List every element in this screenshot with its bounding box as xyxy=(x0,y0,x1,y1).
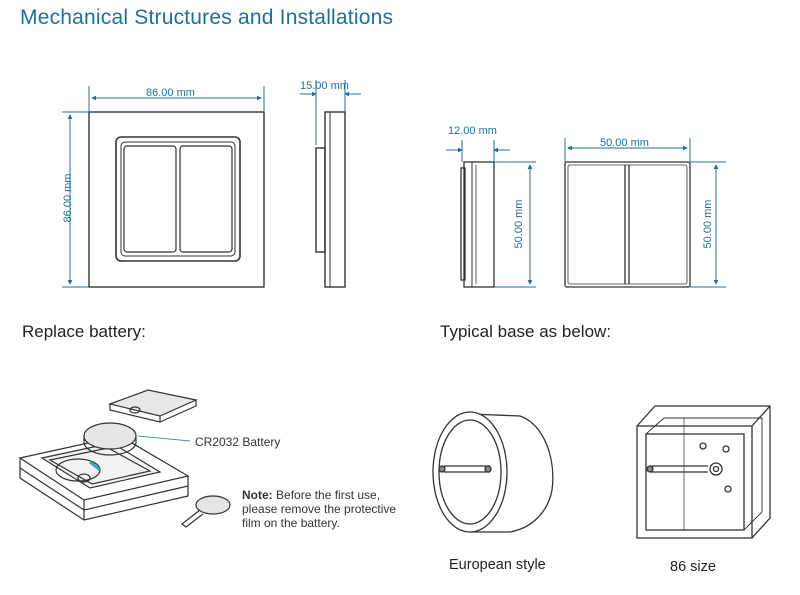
small-side-height-label: 50.00 mm xyxy=(513,199,525,249)
small-front-view xyxy=(564,161,691,288)
side-depth-label: 15.00 mm xyxy=(300,80,349,92)
battery-label: CR2032 Battery xyxy=(195,435,281,449)
note-prefix: Note: xyxy=(242,488,273,502)
battery-note: Note: Before the first use, please remov… xyxy=(242,488,402,530)
small-side-view xyxy=(460,161,495,288)
note-text: Before the first use, please remove the … xyxy=(242,488,397,530)
small-side-depth-label: 12.00 mm xyxy=(448,125,497,137)
side-depth-dimension xyxy=(300,80,361,145)
small-front-dimensions xyxy=(564,138,726,288)
small-side-dimensions xyxy=(446,140,536,288)
small-front-width-label: 50.00 mm xyxy=(600,137,649,149)
typical-base-heading: Typical base as below: xyxy=(440,322,612,341)
front-height-label: 86.00 mm xyxy=(62,173,74,223)
battery-illustration xyxy=(18,389,231,528)
front-width-dimension xyxy=(88,86,265,112)
page-title: Mechanical Structures and Installations xyxy=(20,6,394,29)
size86-caption: 86 size xyxy=(670,559,716,575)
front-view-86 xyxy=(88,111,265,288)
size86-base xyxy=(636,405,771,539)
side-view-15 xyxy=(315,111,346,288)
european-style-caption: European style xyxy=(449,557,546,573)
front-width-label: 86.00 mm xyxy=(146,87,195,99)
front-height-dimension xyxy=(62,111,89,288)
small-front-height-label: 50.00 mm xyxy=(702,199,714,249)
replace-battery-heading: Replace battery: xyxy=(22,322,146,341)
european-base xyxy=(432,411,554,533)
